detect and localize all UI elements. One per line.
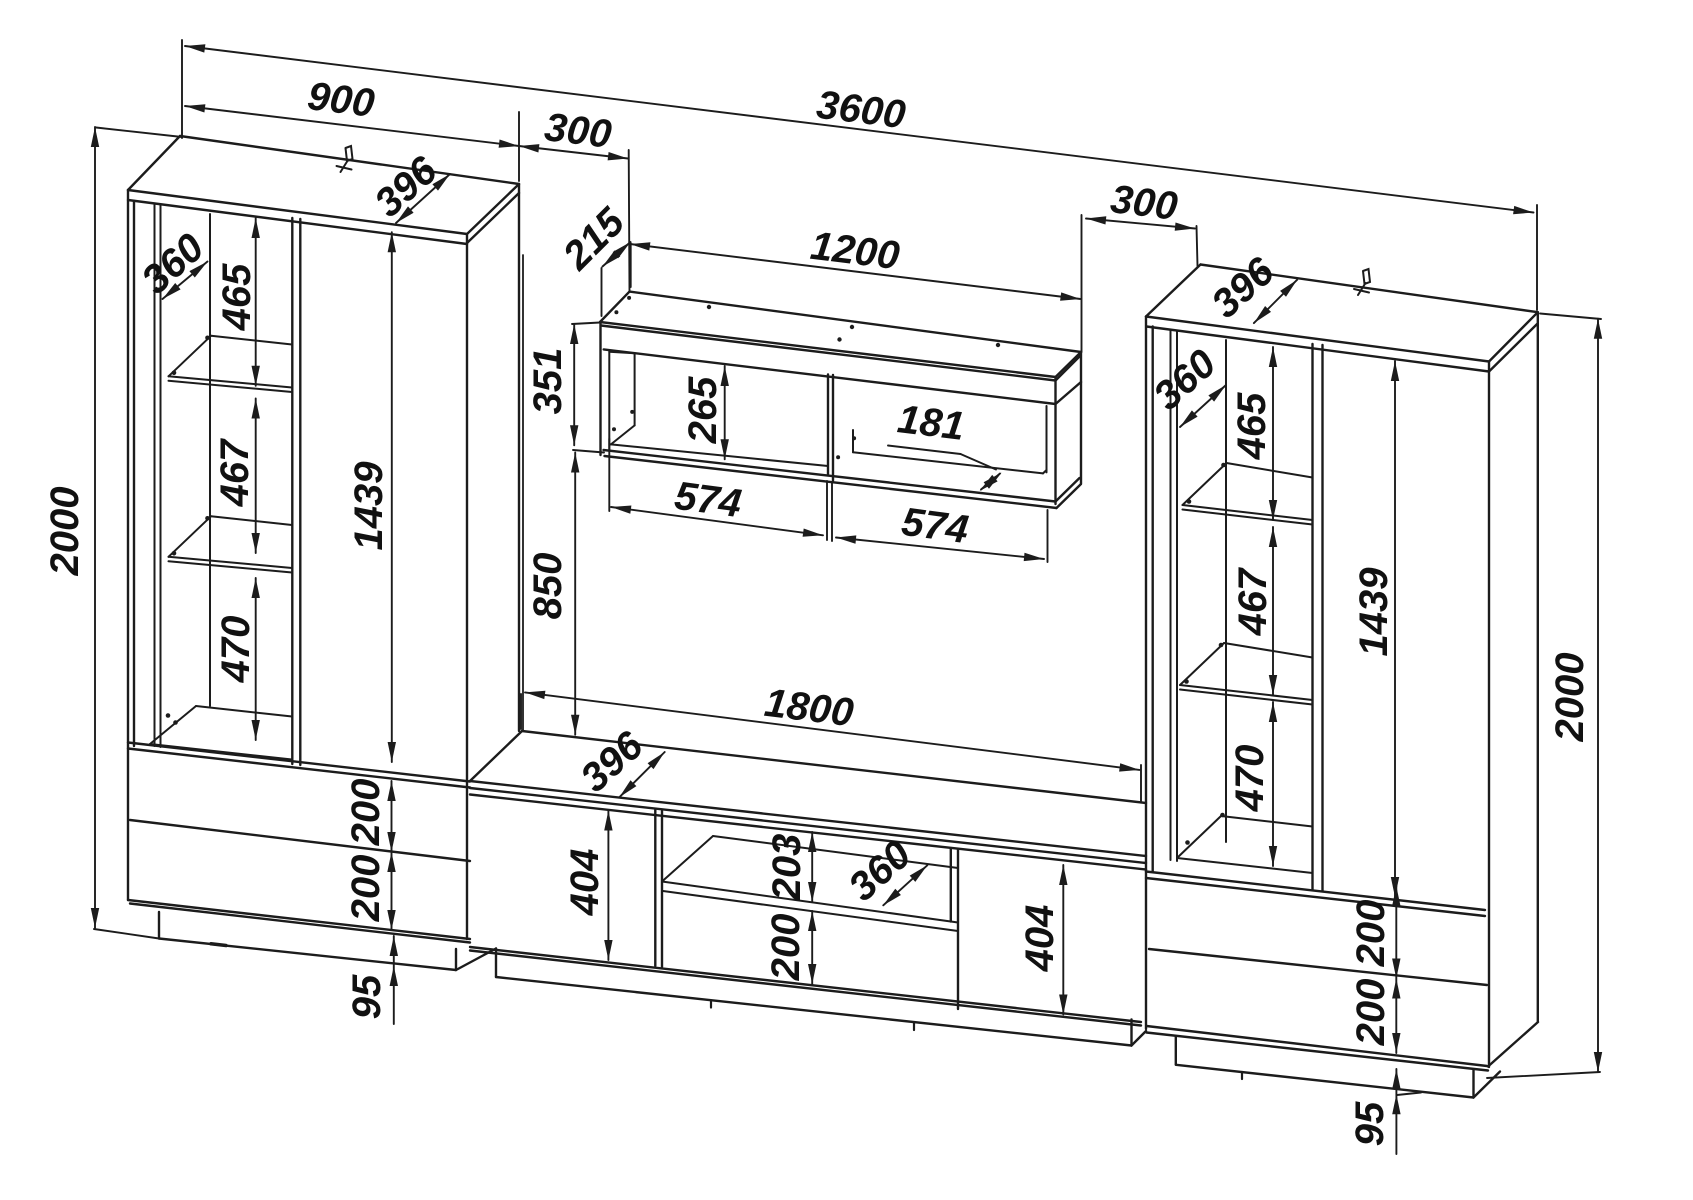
svg-text:465: 465 — [215, 263, 259, 331]
svg-text:351: 351 — [526, 348, 570, 415]
svg-text:95: 95 — [345, 974, 389, 1019]
svg-text:1200: 1200 — [808, 224, 902, 279]
svg-text:404: 404 — [1018, 905, 1062, 973]
svg-text:470: 470 — [1228, 745, 1272, 813]
svg-text:265: 265 — [681, 376, 725, 444]
svg-text:200: 200 — [764, 914, 808, 982]
svg-text:1439: 1439 — [1352, 567, 1396, 657]
svg-text:200: 200 — [344, 855, 388, 923]
svg-text:850: 850 — [526, 553, 570, 620]
svg-text:200: 200 — [344, 779, 388, 847]
svg-text:404: 404 — [563, 849, 607, 917]
svg-text:467: 467 — [1231, 567, 1275, 636]
svg-text:200: 200 — [1349, 979, 1393, 1047]
svg-text:2000: 2000 — [43, 487, 87, 577]
svg-text:1439: 1439 — [347, 461, 391, 551]
svg-text:181: 181 — [895, 397, 967, 449]
svg-text:900: 900 — [305, 74, 377, 126]
svg-text:2000: 2000 — [1548, 653, 1592, 743]
svg-text:470: 470 — [214, 616, 258, 684]
svg-text:574: 574 — [899, 500, 971, 552]
svg-text:465: 465 — [1230, 392, 1274, 460]
svg-text:300: 300 — [542, 105, 614, 157]
svg-text:300: 300 — [1108, 177, 1180, 229]
svg-text:1800: 1800 — [762, 681, 856, 736]
svg-text:574: 574 — [672, 474, 744, 526]
svg-text:95: 95 — [1348, 1101, 1392, 1146]
svg-text:200: 200 — [1349, 900, 1393, 968]
svg-text:467: 467 — [213, 438, 257, 507]
svg-text:203: 203 — [765, 834, 809, 902]
svg-text:3600: 3600 — [814, 83, 908, 138]
